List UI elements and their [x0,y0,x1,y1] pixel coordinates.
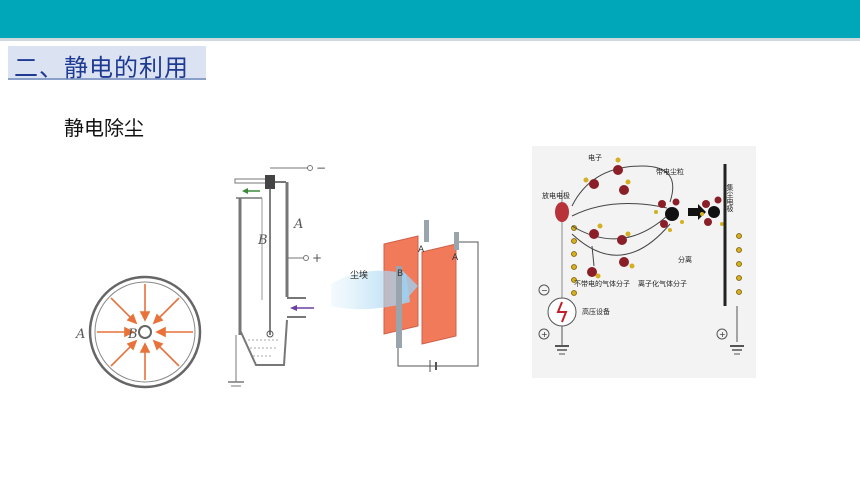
electron-dots-right [736,233,742,295]
collected-dust-cluster [700,196,724,226]
wire-weight [266,330,274,338]
label-neutral-molecules: 不带电的气体分子 [574,279,630,288]
radial-arrows [97,284,193,380]
plus-glyph-right: + [719,330,726,339]
tube-label-a: A [293,217,303,232]
hopper [239,319,288,366]
tube-diagram: − + B A [228,161,326,387]
terminal-post-2 [454,232,459,250]
ring-diagram: A B [75,275,202,389]
electrode-b [396,266,402,348]
label-separate: 分离 [678,255,692,264]
section-title: 二、静电的利用 [14,54,189,82]
label-electron: 电子 [588,153,602,162]
top-cap-left [234,178,268,184]
inner-ring [94,281,196,383]
plus-glyph-left: + [541,330,548,339]
label-charged-dust: 带电尘粒 [656,167,684,176]
gas-molecules [583,157,635,279]
plate-diagram: 尘埃 A A B [331,220,479,372]
minus-sign: − [316,161,326,175]
minus-symbol [538,284,550,296]
section-title-box: 二、静电的利用 [8,46,206,82]
process-bg [532,146,756,378]
center-wire [138,325,152,339]
ring-label-b: B [127,327,138,342]
move-arrow [688,204,706,220]
insulator [265,175,275,189]
plus-symbol-left [538,328,550,340]
label-discharge-electrode: 放电电极 [542,191,570,200]
dust-pile [248,339,278,357]
plate-a2 [421,243,457,345]
header-divider [0,38,860,41]
plus-sign: + [312,251,322,265]
discharge-electrode-symbol [555,202,569,222]
dust-label: 尘埃 [350,269,368,281]
tube-label-b: B [257,233,268,248]
plate-label-b: B [397,269,403,279]
plate-label-a1: A [418,245,425,255]
label-hv-equipment: 高压设备 [582,307,610,316]
minus-terminal [307,165,313,171]
header-bar [0,0,860,38]
label-collector-electrode: 集尘电极 [726,183,734,213]
subtitle: 静电除尘 [64,116,144,140]
electron-dots-left [571,225,577,296]
label-ionized-molecules: 离子化气体分子 [638,279,687,288]
dust-arrow [402,270,418,304]
circuit-wire [397,241,479,367]
plus-symbol-right [716,328,728,340]
ring-label-a: A [75,327,85,342]
dust-flow [331,270,410,310]
plate-label-a2: A [452,253,459,263]
terminal-post-1 [424,220,429,242]
minus-glyph: − [541,286,548,295]
plus-terminal [303,255,309,261]
charged-dust-cluster [654,198,684,232]
process-diagram: 电子 带电尘粒 放电电极 集尘电极 分离 不带电的气体分子 离子化气体分子 高压… [532,146,756,378]
lightning-icon [556,301,568,323]
outer-ring [88,275,202,389]
